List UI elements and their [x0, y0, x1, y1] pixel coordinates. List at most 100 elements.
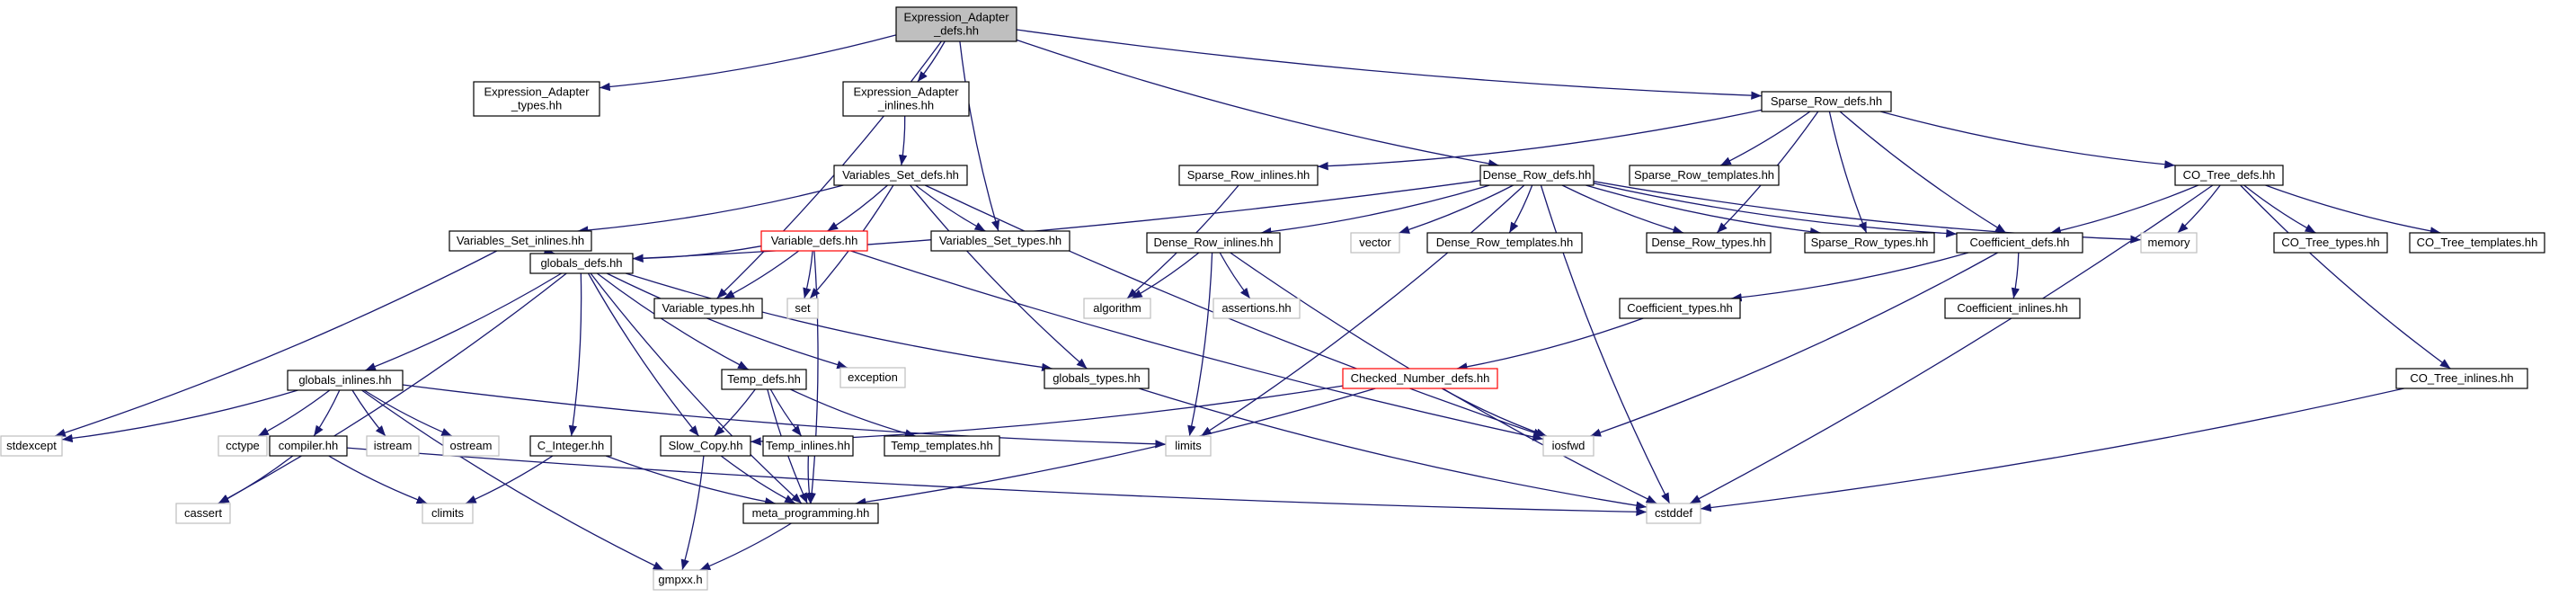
- edge-sr_defs-to-sr_inlines: [1317, 109, 1763, 171]
- node-box: [742, 503, 879, 524]
- node-coef-defs[interactable]: Coefficient_defs.hh: [1956, 232, 2083, 254]
- node-label: memory: [2148, 236, 2190, 249]
- edge-co_tree_defs-to-co_tree_types: [2243, 184, 2316, 234]
- node-globals-inlines[interactable]: globals_inlines.hh: [287, 370, 404, 391]
- node-label: compiler.hh: [279, 439, 338, 452]
- edge-dr_defs-to-cstddef: [1540, 184, 1671, 504]
- node-label: Dense_Row_inlines.hh: [1154, 236, 1274, 249]
- node-box: [1212, 298, 1301, 319]
- edge-dr_defs-to-globals_defs: [632, 180, 1481, 263]
- edge-coef_types-to-checked_number: [1456, 317, 1644, 371]
- node-box: [2409, 232, 2545, 254]
- node-exception: exception: [839, 367, 906, 388]
- node-box: [1165, 435, 1212, 457]
- node-cassert: cassert: [175, 503, 231, 524]
- node-dr-defs[interactable]: Dense_Row_defs.hh: [1479, 165, 1594, 186]
- node-vs-types[interactable]: Variables_Set_types.hh: [930, 230, 1070, 252]
- node-label: exception: [848, 370, 898, 384]
- node-label: globals_inlines.hh: [298, 373, 391, 387]
- node-var-defs[interactable]: Variable_defs.hh: [760, 230, 868, 252]
- node-co-tree-defs[interactable]: CO_Tree_defs.hh: [2174, 165, 2284, 186]
- node-label: cctype: [226, 439, 260, 452]
- node-box: [721, 369, 807, 390]
- node-ea-types[interactable]: Expression_Adapter_types.hh: [473, 81, 600, 117]
- node-vs-defs[interactable]: Variables_Set_defs.hh: [833, 165, 968, 186]
- node-dr-templates[interactable]: Dense_Row_templates.hh: [1426, 232, 1583, 254]
- node-sr-inlines[interactable]: Sparse_Row_inlines.hh: [1178, 165, 1319, 186]
- node-sr-types[interactable]: Sparse_Row_types.hh: [1804, 232, 1935, 254]
- edge-vs_defs-to-var_defs: [827, 184, 888, 232]
- node-climits: climits: [422, 503, 474, 524]
- node-dr-inlines[interactable]: Dense_Row_inlines.hh: [1146, 232, 1281, 254]
- node-cctype: cctype: [218, 435, 268, 457]
- edge-compiler-to-cstddef: [346, 447, 1648, 516]
- node-box: [175, 503, 231, 524]
- node-co-tree-types[interactable]: CO_Tree_types.hh: [2273, 232, 2388, 254]
- node-dr-types[interactable]: Dense_Row_types.hh: [1646, 232, 1772, 254]
- node-box: [653, 298, 763, 319]
- node-gmpxx: gmpxx.h: [653, 569, 708, 591]
- node-set: set: [786, 298, 819, 319]
- node-sr-templates[interactable]: Sparse_Row_templates.hh: [1629, 165, 1780, 186]
- node-label: C_Integer.hh: [537, 439, 604, 452]
- node-co-tree-templates[interactable]: CO_Tree_templates.hh: [2409, 232, 2545, 254]
- node-label: Dense_Row_types.hh: [1651, 236, 1765, 249]
- node-label: cassert: [184, 506, 222, 520]
- node-label: Temp_defs.hh: [727, 372, 801, 386]
- node-iosfwd: iosfwd: [1542, 435, 1594, 457]
- node-label: gmpxx.h: [658, 573, 702, 586]
- node-checked-number[interactable]: Checked_Number_defs.hh: [1342, 368, 1498, 389]
- edge-globals_types-to-cstddef: [1138, 388, 1648, 510]
- edge-dr_defs-to-sr_types: [1586, 184, 1821, 236]
- node-box: [1479, 165, 1594, 186]
- edge-globals_defs-to-globals_inlines: [365, 272, 563, 371]
- node-label: _types.hh: [511, 99, 562, 112]
- edge-vs_defs-to-vs_inlines: [577, 184, 844, 235]
- node-meta-prog[interactable]: meta_programming.hh: [742, 503, 879, 524]
- node-box: [1944, 298, 2081, 319]
- edge-var_defs-to-var_types: [723, 250, 800, 299]
- node-label: CO_Tree_inlines.hh: [2410, 371, 2513, 385]
- node-compiler[interactable]: compiler.hh: [269, 435, 348, 457]
- node-box: [1426, 232, 1583, 254]
- edge-var_defs-to-set: [803, 250, 813, 299]
- node-sr-defs[interactable]: Sparse_Row_defs.hh: [1761, 91, 1892, 112]
- edge-temp_defs-to-slow_copy: [714, 388, 756, 437]
- node-coef-types[interactable]: Coefficient_types.hh: [1619, 298, 1741, 319]
- node-label: globals_types.hh: [1053, 371, 1141, 385]
- node-box: [529, 435, 612, 457]
- node-box: [2395, 368, 2528, 389]
- node-box: [442, 435, 500, 457]
- edge-var_defs-to-iosfwd: [850, 250, 1544, 441]
- node-coef-inlines[interactable]: Coefficient_inlines.hh: [1944, 298, 2081, 319]
- node-ea-inlines[interactable]: Expression_Adapter_inlines.hh: [842, 81, 970, 117]
- edge-meta_prog-to-gmpxx: [699, 522, 792, 571]
- node-globals-types[interactable]: globals_types.hh: [1044, 368, 1150, 389]
- node-globals-defs[interactable]: globals_defs.hh: [529, 253, 634, 274]
- node-box: [1342, 368, 1498, 389]
- edge-globals_defs-to-temp_defs: [596, 272, 750, 370]
- node-box: [884, 435, 1000, 457]
- edges-layer: [54, 29, 2451, 571]
- node-box: [449, 230, 592, 252]
- node-temp-inlines[interactable]: Temp_inlines.hh: [762, 435, 854, 457]
- node-label: Slow_Copy.hh: [669, 439, 743, 452]
- node-c-integer[interactable]: C_Integer.hh: [529, 435, 612, 457]
- node-co-tree-inlines[interactable]: CO_Tree_inlines.hh: [2395, 368, 2528, 389]
- node-box: [1542, 435, 1594, 457]
- node-temp-templates[interactable]: Temp_templates.hh: [884, 435, 1000, 457]
- node-var-types[interactable]: Variable_types.hh: [653, 298, 763, 319]
- node-slow-copy[interactable]: Slow_Copy.hh: [660, 435, 751, 457]
- node-box: [760, 230, 868, 252]
- node-algorithm: algorithm: [1083, 298, 1151, 319]
- node-label: Sparse_Row_types.hh: [1811, 236, 1929, 249]
- node-temp-defs[interactable]: Temp_defs.hh: [721, 369, 807, 390]
- edge-dr_inlines-to-limits: [1187, 252, 1213, 437]
- node-vs-inlines[interactable]: Variables_Set_inlines.hh: [449, 230, 592, 252]
- node-label: CO_Tree_defs.hh: [2183, 168, 2276, 182]
- node-label: vector: [1359, 236, 1391, 249]
- nodes-layer: Expression_Adapter_defs.hhExpression_Ada…: [0, 6, 2545, 591]
- node-box: [653, 569, 708, 591]
- node-label: Variables_Set_types.hh: [939, 234, 1061, 247]
